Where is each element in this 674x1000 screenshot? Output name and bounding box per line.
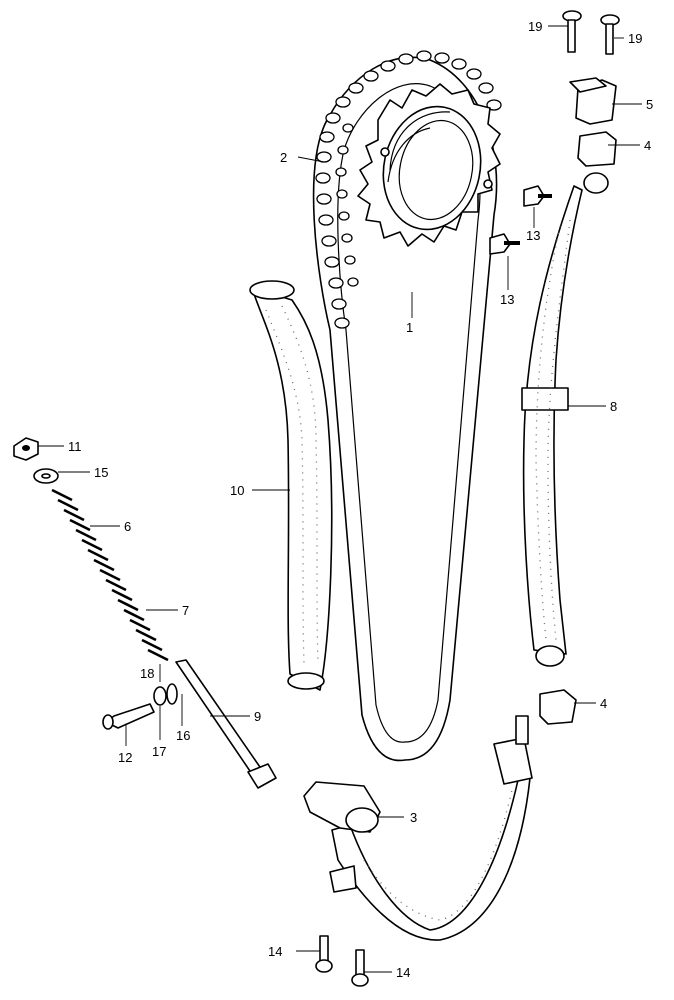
bolt-lower — [489, 233, 520, 255]
callout-13-lower: 13 — [500, 292, 514, 307]
cam-sprocket — [357, 83, 501, 247]
chain-guide-left — [249, 280, 333, 691]
cam-chain — [312, 50, 502, 762]
screw-top-right — [600, 14, 620, 55]
washer — [33, 468, 59, 484]
callout-12: 12 — [118, 750, 132, 765]
bolt-bottom-left — [315, 935, 333, 973]
screw-top-left — [562, 10, 582, 53]
tensioner-spring-inner — [111, 588, 169, 662]
callout-7: 7 — [182, 603, 189, 618]
lower-chain-guide — [303, 715, 533, 941]
bolt-bottom-right — [351, 949, 369, 987]
callout-5: 5 — [646, 97, 653, 112]
sealing-bolt — [102, 703, 155, 730]
callout-19-left: 19 — [528, 19, 542, 34]
chain-links — [315, 50, 502, 329]
callout-4-lower: 4 — [600, 696, 607, 711]
callout-14-left: 14 — [268, 944, 282, 959]
callout-1: 1 — [406, 320, 413, 335]
callout-4-upper: 4 — [644, 138, 651, 153]
cap-nut — [13, 437, 39, 461]
callout-19-right: 19 — [628, 31, 642, 46]
holder-upper — [569, 77, 617, 125]
callout-14-right: 14 — [396, 965, 410, 980]
callout-3: 3 — [410, 810, 417, 825]
leader-lines — [38, 25, 642, 973]
callout-9: 9 — [254, 709, 261, 724]
push-rod — [175, 659, 277, 789]
holder-block-upper — [577, 131, 617, 167]
callout-labels: 1 2 3 4 4 5 6 7 8 9 10 11 12 13 13 14 14… — [68, 19, 653, 980]
callout-18: 18 — [140, 666, 154, 681]
callout-15: 15 — [94, 465, 108, 480]
callout-10: 10 — [230, 483, 244, 498]
chain-tensioner-arm — [521, 172, 609, 667]
callout-11: 11 — [68, 439, 82, 454]
callout-6: 6 — [124, 519, 131, 534]
tensioner-spring-outer — [51, 488, 127, 592]
callout-17: 17 — [152, 744, 166, 759]
callout-16: 16 — [176, 728, 190, 743]
callout-8: 8 — [610, 399, 617, 414]
o-ring — [166, 683, 178, 705]
bolt-upper — [523, 185, 552, 207]
holder-block-lower — [539, 689, 577, 725]
washer-small — [153, 686, 167, 706]
callout-2: 2 — [280, 150, 287, 165]
callout-13-upper: 13 — [526, 228, 540, 243]
